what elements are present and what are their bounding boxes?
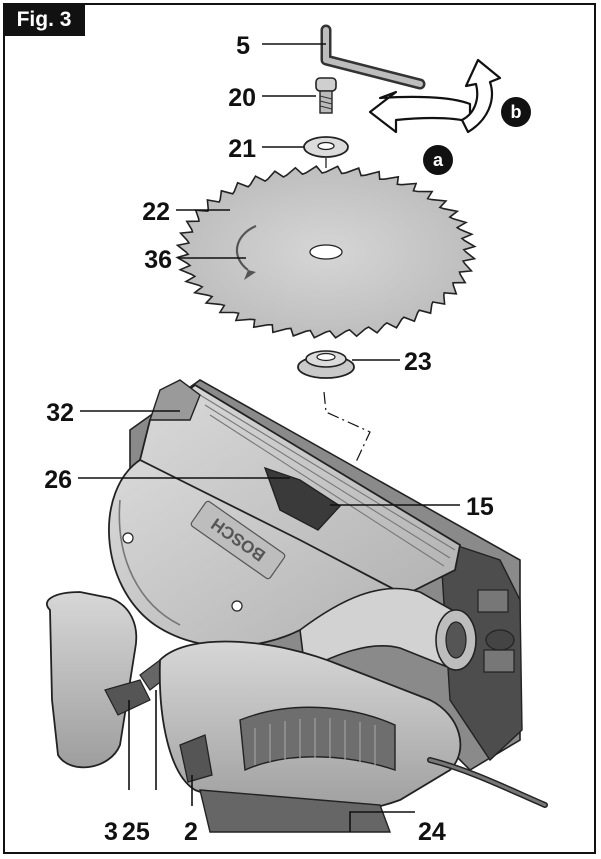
rotation-badge-a-label: a xyxy=(433,150,444,170)
leader-lines xyxy=(78,43,460,832)
flange-icon xyxy=(297,350,355,379)
rotation-badge-b: b xyxy=(501,97,531,127)
spindle-axis-line xyxy=(323,391,371,463)
figure-frame xyxy=(3,3,596,854)
callout-32: 32 xyxy=(46,399,74,427)
rotation-arrow-icon xyxy=(368,58,502,134)
callout-21: 21 xyxy=(228,135,256,163)
circular-saw-icon: BOSCH xyxy=(46,379,548,833)
callout-23: 23 xyxy=(404,348,432,376)
allen-key-icon xyxy=(320,24,426,90)
callout-5: 5 xyxy=(236,32,250,60)
callout-22: 22 xyxy=(142,198,170,226)
screw-icon xyxy=(315,77,337,114)
figure-tag: Fig. 3 xyxy=(3,3,85,36)
callout-2: 2 xyxy=(184,818,198,846)
callout-25: 25 xyxy=(122,818,150,846)
callout-20: 20 xyxy=(228,84,256,112)
callout-3: 3 xyxy=(104,818,118,846)
rotation-badge-a: a xyxy=(423,145,453,175)
callout-36: 36 xyxy=(144,246,172,274)
callout-15: 15 xyxy=(466,493,494,521)
rotation-badge-b-label: b xyxy=(511,102,522,122)
callout-26: 26 xyxy=(44,466,72,494)
washer-icon xyxy=(303,136,349,158)
saw-blade-icon xyxy=(175,165,477,339)
callout-24: 24 xyxy=(418,818,446,846)
